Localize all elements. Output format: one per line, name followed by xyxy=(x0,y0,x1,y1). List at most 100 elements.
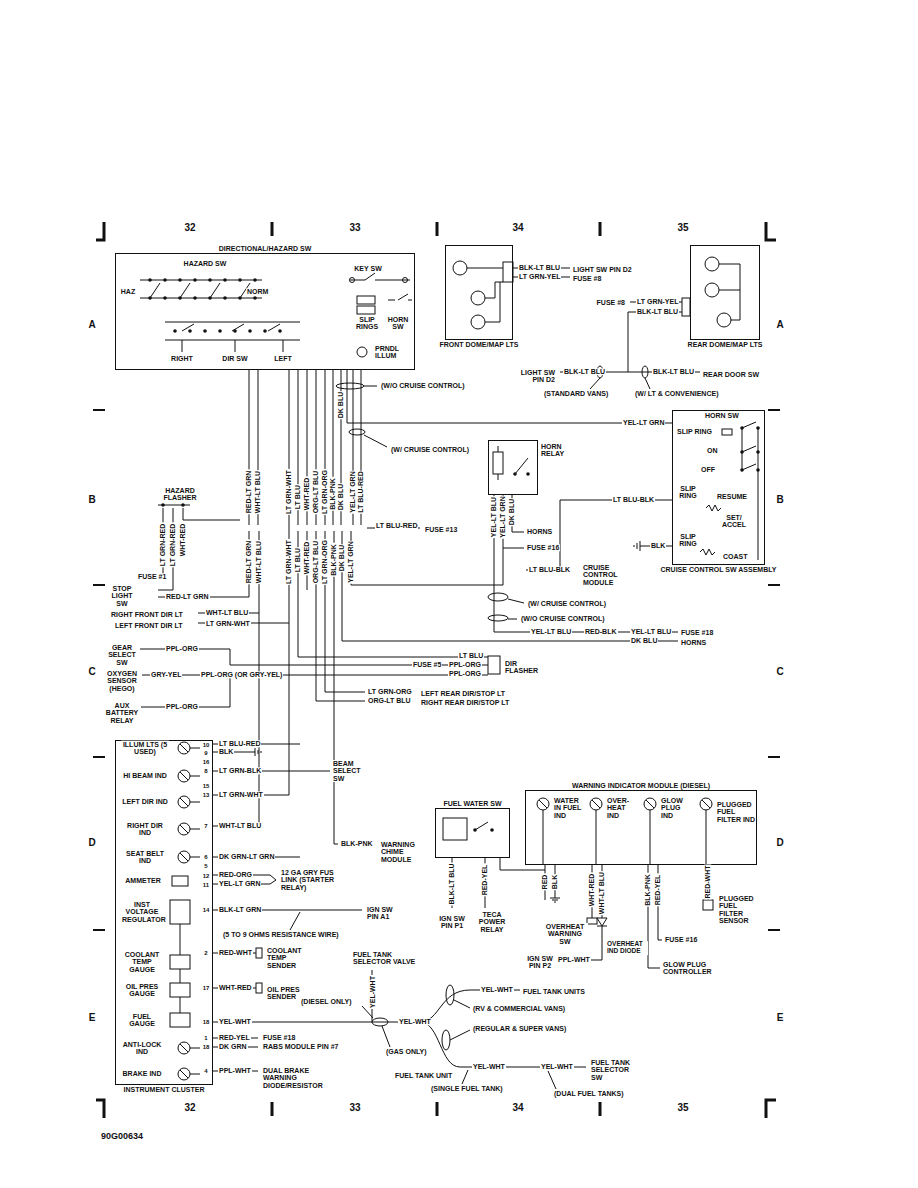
wire-label: PPL-WHT xyxy=(557,956,591,963)
wire-label: DK BLU xyxy=(630,637,658,644)
wire-label: 13 xyxy=(202,792,211,798)
bracket xyxy=(508,599,524,603)
wire-label: BLK-LT BLU xyxy=(652,368,695,375)
wire-label: WHT-LT BLU xyxy=(218,822,262,829)
wire-label: OVER- HEAT IND xyxy=(606,797,638,819)
wire-label: LT GRN-RED xyxy=(159,523,166,568)
wire-label: HAZARD FLASHER xyxy=(159,487,201,502)
wire-label: STOP LIGHT SW xyxy=(108,585,136,607)
wire-label: OXYGEN SENSOR (HEGO) xyxy=(102,670,142,692)
wire-label: SLIP RING xyxy=(676,428,713,435)
bracket xyxy=(508,619,517,620)
lamp-symbol xyxy=(717,313,731,327)
wire-label: LIGHT SW PIN D2 xyxy=(572,266,633,273)
wire-label: YEL-WHT xyxy=(540,1063,574,1070)
wire-label: HAZ xyxy=(120,288,136,295)
wire-line xyxy=(372,970,586,1067)
wire-label: LT GRN-YEL xyxy=(636,298,679,305)
grid-reference: 34 xyxy=(511,1103,524,1114)
wire-label: (REGULAR & SUPER VANS) xyxy=(472,1025,567,1032)
lamp-symbol xyxy=(453,261,467,275)
wire-label: LT GRN-WHT xyxy=(218,791,264,798)
component-symbol xyxy=(170,1013,190,1027)
contact-dot xyxy=(188,329,192,333)
component-symbol xyxy=(488,656,500,674)
wire-label: LT GRN-BLK xyxy=(218,767,262,774)
wire-label: ILLUM LTS (5 USED) xyxy=(121,741,169,756)
wire-label: RED-WHT xyxy=(704,864,711,899)
component-symbol xyxy=(256,948,262,958)
wire-label: WHT-RED xyxy=(303,541,310,576)
wire-connector xyxy=(347,370,672,423)
wire-label: FUSE #16 xyxy=(526,544,560,551)
wire-label: LIGHT SW PIN D2 xyxy=(514,369,556,384)
crop-mark xyxy=(272,222,600,1116)
wire-label: LT BLU xyxy=(294,484,301,510)
contact-dot xyxy=(233,329,237,333)
wire-line xyxy=(140,649,488,707)
wire-label: LEFT xyxy=(273,355,293,362)
switch-symbol xyxy=(443,818,467,840)
wire-label: 1 xyxy=(203,1035,208,1041)
wire-label: LT BLU xyxy=(458,652,484,659)
wire-label: (W/O CRUISE CONTROL) xyxy=(380,382,466,389)
wire-label: GRY-YEL xyxy=(150,671,182,678)
wire-label: DK BLU xyxy=(337,483,344,511)
grid-reference: E xyxy=(776,1013,785,1024)
wire-label: DK GRN-LT GRN xyxy=(218,853,275,860)
bracket xyxy=(642,366,648,378)
wire-label: IGN SW PIN A1 xyxy=(366,906,400,921)
wire-line xyxy=(452,858,545,908)
contact-dot xyxy=(148,278,152,282)
wire-label: (W/ LT & CONVENIENCE) xyxy=(634,390,719,397)
wire-label: PPL-ORG (OR GRY-YEL) xyxy=(200,671,283,678)
wire-label: RED-LT GRN xyxy=(245,540,252,585)
wire-label: REAR DOOR SW xyxy=(702,371,760,378)
component-title: CRUISE CONTROL SW ASSEMBLY xyxy=(659,566,777,573)
grid-reference: D xyxy=(775,838,784,849)
wire-label: BLK-LT BLU xyxy=(448,862,455,905)
wire-label: BLK xyxy=(218,748,234,755)
grid-reference: 34 xyxy=(511,223,524,234)
wire-label: YEL-LT GRN xyxy=(499,495,506,538)
bracket xyxy=(362,1006,390,1047)
grid-reference: B xyxy=(87,495,96,506)
wire-label: (W/ CRUISE CONTROL) xyxy=(390,446,470,453)
wire-label: COOLANT TEMP GAUGE xyxy=(121,951,163,973)
wire-label: LEFT FRONT DIR LT xyxy=(114,622,184,629)
contact-dot xyxy=(756,426,760,430)
wire-label: 11 xyxy=(202,882,210,888)
wire-label: BLK-PNK xyxy=(340,840,374,847)
component-title: INSTRUMENT CLUSTER xyxy=(123,1086,206,1093)
wire-label: (DUAL FUEL TANKS) xyxy=(553,1090,625,1097)
wire-label: COAST xyxy=(722,553,749,560)
grid-reference: 32 xyxy=(183,1103,196,1114)
wire-label: RED-ORG xyxy=(218,871,253,878)
wire-label: RED-WHT xyxy=(218,949,253,956)
wire-label: 6 xyxy=(203,854,208,860)
wire-label: RED-LT GRN xyxy=(245,470,252,515)
switch-symbol xyxy=(403,278,408,283)
wire-label: IGN SW PIN P2 xyxy=(526,955,554,970)
component-symbol xyxy=(587,918,597,924)
wire-label: GEAR SELECT SW xyxy=(106,644,138,666)
wire-label: CRUISE CONTROL MODULE xyxy=(582,564,640,586)
grid-reference: B xyxy=(775,495,784,506)
wire-label: BLK xyxy=(551,874,558,890)
wire-label: PPL-ORG xyxy=(448,661,482,668)
wire-label: BLK-PNK xyxy=(329,477,336,511)
component-box: FUEL WATER SW xyxy=(435,808,510,858)
wire-label: 8 xyxy=(203,768,208,774)
contact-dot xyxy=(740,426,744,430)
wire-label: HAZARD SW xyxy=(183,260,228,267)
wire-label: PLUGGED FUEL FILTER SENSOR xyxy=(718,895,762,924)
wire-label: SLIP RINGS xyxy=(353,316,381,331)
switch-symbol xyxy=(140,273,758,840)
wire-line xyxy=(545,865,708,968)
wire-label: FUSE #8 xyxy=(572,275,602,282)
wire-label: COOLANT TEMP SENDER xyxy=(266,947,312,969)
wire-label: YEL-LT BLU xyxy=(630,628,672,635)
contact-dot xyxy=(163,278,167,282)
wire-label: DIR FLASHER xyxy=(504,660,546,675)
wire-line xyxy=(158,495,678,844)
